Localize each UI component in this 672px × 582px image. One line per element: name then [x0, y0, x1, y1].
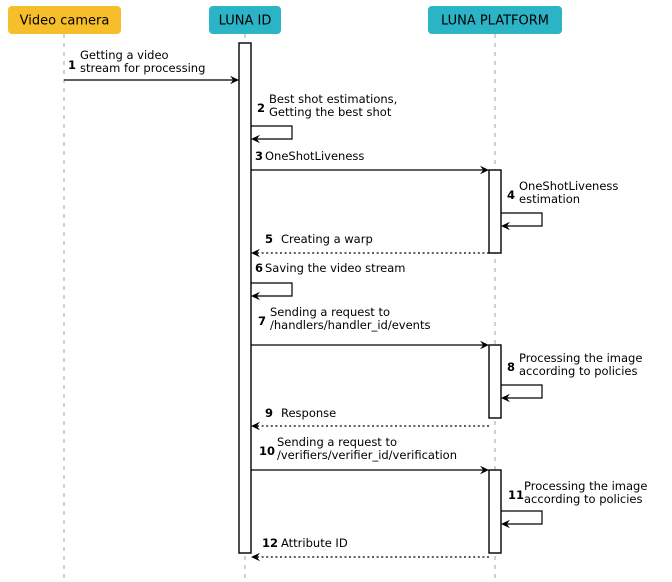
message-label-5-line-1: Creating a warp — [281, 232, 373, 246]
message-label-3-line-1: OneShotLiveness — [265, 149, 364, 163]
message-number-7: 7 — [258, 314, 266, 328]
participant-box-luna-platform[interactable] — [428, 6, 562, 34]
message-line-8 — [501, 384, 543, 399]
arrowhead-4 — [501, 221, 510, 231]
arrowhead-8 — [501, 393, 510, 403]
message-number-5: 5 — [265, 232, 273, 246]
participant-luna-platform[interactable]: LUNA PLATFORM — [428, 6, 562, 34]
participant-box-luna-id[interactable] — [209, 6, 281, 34]
arrowhead-10 — [480, 465, 489, 475]
participant-label-luna-platform: LUNA PLATFORM — [441, 14, 549, 29]
message-label-4-line-1: OneShotLiveness — [519, 179, 618, 193]
participant-video-camera[interactable]: Video camera — [8, 6, 121, 34]
message-label-7-line-1: Sending a request to — [270, 305, 390, 319]
arrowhead-12 — [251, 552, 260, 562]
arrowhead-3 — [480, 165, 489, 175]
message-label-2-line-2: Getting the best shot — [269, 105, 392, 119]
message-label-8-line-1: Processing the image — [519, 351, 642, 365]
message-label-4-line-2: estimation — [519, 192, 580, 206]
message-label-1-line-2: stream for processing — [80, 61, 205, 75]
activation-bar-luna-platform — [488, 469, 502, 554]
message-number-12: 12 — [262, 536, 278, 550]
participants-group: Video camera LUNA ID LUNA PLATFORM — [8, 6, 562, 34]
message-label-6-line-1: Saving the video stream — [265, 261, 406, 275]
message-number-9: 9 — [265, 406, 273, 420]
participant-luna-id[interactable]: LUNA ID — [209, 6, 281, 34]
message-label-2-line-1: Best shot estimations, — [269, 92, 397, 106]
message-number-3: 3 — [255, 149, 263, 163]
participant-box-video-camera[interactable] — [8, 6, 121, 34]
message-number-2: 2 — [257, 101, 265, 115]
message-label-8-line-2: according to policies — [519, 364, 638, 378]
message-number-8: 8 — [507, 360, 515, 374]
message-2: 2 Best shot estimations,Getting the best … — [251, 92, 397, 144]
message-7: 7 Sending a request to/handlers/handler_i… — [251, 305, 489, 350]
participant-label-video-camera: Video camera — [20, 14, 110, 29]
arrowhead-2 — [251, 134, 260, 144]
message-number-6: 6 — [255, 261, 263, 275]
message-label-10-line-1: Sending a request to — [277, 435, 397, 449]
message-label-9-line-1: Response — [281, 406, 336, 420]
message-label-12-line-1: Attribute ID — [281, 536, 348, 550]
message-9: 9 Response — [251, 406, 489, 431]
message-label-1-line-1: Getting a video — [80, 48, 169, 62]
participant-label-luna-id: LUNA ID — [219, 14, 272, 29]
message-label-7-line-2: /handlers/handler_id/events — [270, 318, 430, 332]
arrowhead-5 — [251, 248, 260, 258]
message-line-2 — [251, 125, 293, 140]
arrowhead-9 — [251, 421, 260, 431]
arrowhead-7 — [480, 340, 489, 350]
activation-bar-luna-platform — [488, 169, 502, 254]
activations-group — [238, 42, 502, 554]
message-5: 5 Creating a warp — [251, 232, 489, 258]
activation-bar-luna-platform — [488, 344, 502, 419]
message-number-10: 10 — [259, 444, 275, 458]
arrowhead-1 — [230, 75, 239, 85]
message-number-1: 1 — [68, 58, 76, 72]
message-label-10-line-2: /verifiers/verifier_id/verification — [277, 448, 457, 462]
message-number-11: 11 — [508, 488, 524, 502]
activation-bar-luna-id — [238, 42, 252, 554]
message-line-11 — [501, 510, 543, 525]
message-label-11-line-1: Processing the image — [524, 479, 647, 493]
arrowhead-6 — [251, 291, 260, 301]
message-line-6 — [251, 282, 293, 297]
arrowhead-11 — [501, 519, 510, 529]
message-number-4: 4 — [507, 188, 515, 202]
message-line-4 — [501, 212, 543, 227]
message-label-11-line-2: according to policies — [524, 492, 643, 506]
